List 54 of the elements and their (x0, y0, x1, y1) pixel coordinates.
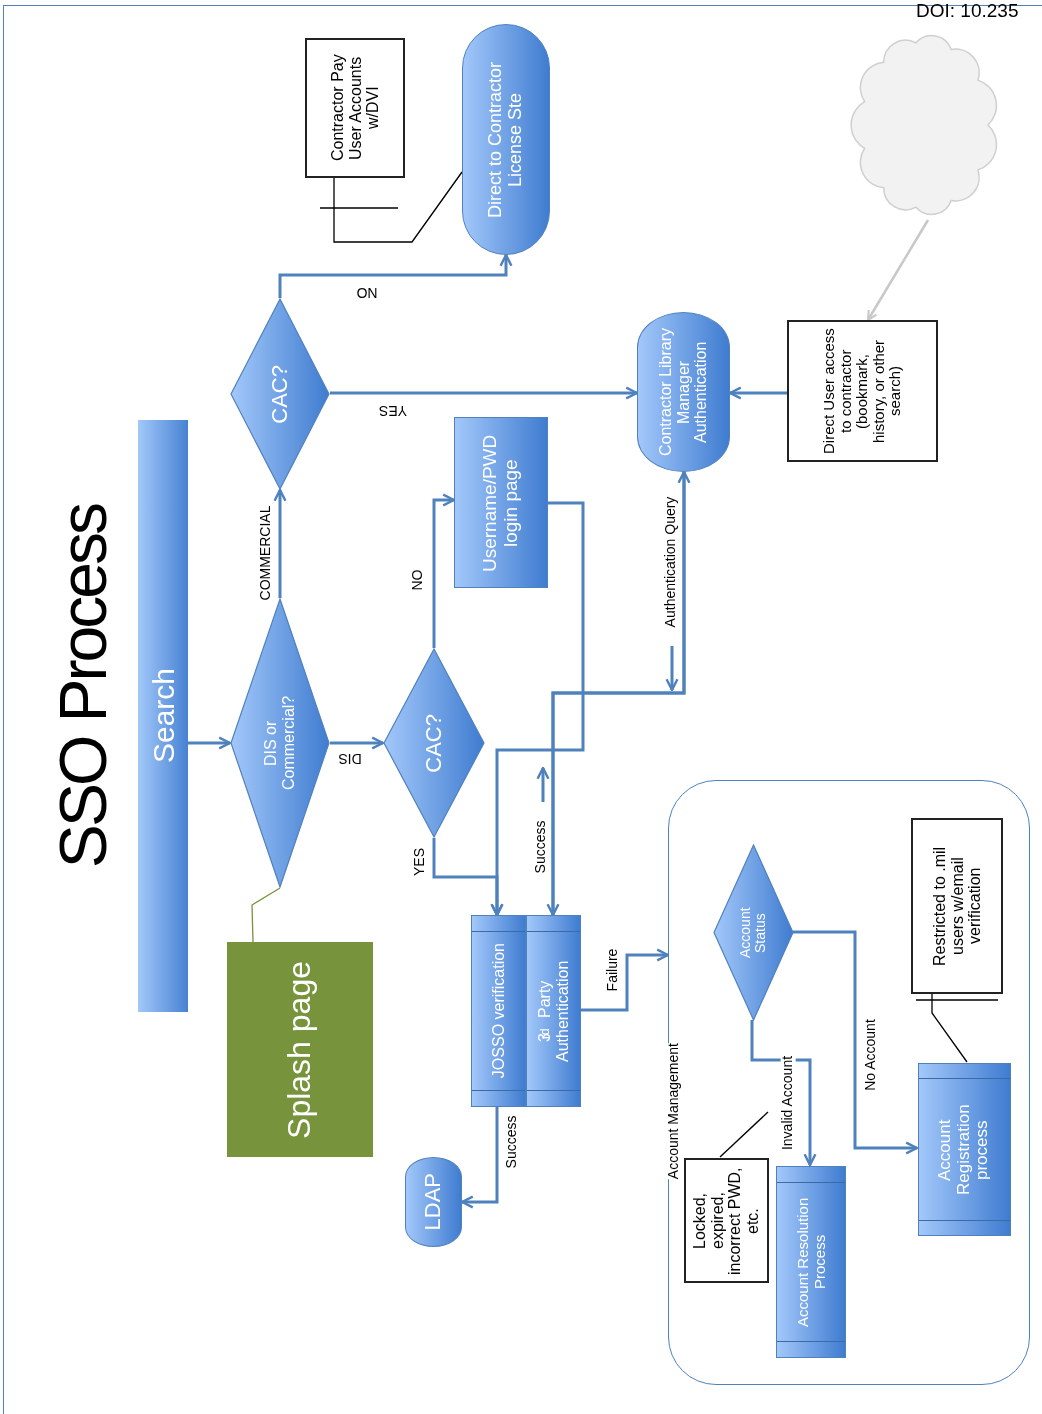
arrow (330, 736, 385, 750)
node-label: Restricted to .mil users w/email verification (930, 845, 984, 968)
arrow (581, 948, 670, 1012)
note-text: DOI: 10.235 (916, 0, 1019, 23)
node-label: JOSSO verification (489, 943, 508, 1079)
node-label: Contractor Pay User Accounts w/DVI (328, 53, 382, 164)
edge-label: Authentication Query (663, 495, 679, 629)
process-box (776, 1166, 846, 1358)
node-label: Username/PWD login page (480, 432, 522, 574)
arrow (330, 386, 639, 400)
decision-diamond (713, 844, 794, 1021)
leader-line (333, 171, 463, 243)
edge-label: Invalid Account (780, 1054, 796, 1152)
node-label: Splash page (282, 960, 318, 1139)
leader-line (719, 1111, 769, 1158)
arrow (273, 488, 287, 598)
node-label: Locked, expired, incorrect PWD, etc. (691, 1165, 762, 1277)
arrow (188, 736, 232, 750)
note-box (911, 818, 1003, 994)
node-label: Account Registration process (936, 1103, 993, 1197)
arrow (793, 930, 919, 1155)
decision-diamond (230, 598, 330, 888)
node-label: CAC? (267, 364, 293, 424)
node-label: CAC? (421, 713, 447, 773)
arrow (278, 253, 513, 298)
leader-line (251, 887, 281, 943)
arrow (490, 501, 585, 917)
process-box (454, 417, 548, 588)
arrow (750, 1020, 817, 1167)
arrow (728, 386, 787, 400)
process-box (918, 1063, 1011, 1236)
leader-line (931, 992, 968, 1063)
diagram-title: SSO Process (50, 505, 116, 869)
process-box (526, 915, 581, 1107)
node-label: Direct to Contractor License Ste (486, 60, 526, 220)
arrow (866, 219, 930, 321)
node-label: DIS or Commercial? (262, 694, 298, 793)
arrow (432, 493, 456, 648)
process-box (471, 915, 526, 1107)
note-box (787, 320, 938, 462)
node-label: Account Status (738, 906, 769, 960)
node-label: Account Resolution Process (794, 1197, 828, 1327)
search-bar (138, 420, 188, 1012)
node-label: Contractor Library Manager Authentication (657, 327, 710, 457)
note-box (684, 1158, 769, 1283)
database-shape (405, 1157, 462, 1247)
node-label: Search (146, 668, 180, 764)
arrow (460, 1107, 499, 1209)
node-label: LDAP (421, 1173, 446, 1231)
decision-diamond (383, 648, 485, 838)
note-box (305, 38, 405, 178)
decision-diamond (230, 298, 330, 490)
splash-box (227, 942, 373, 1157)
node-label: Direct User access to contractor (bookmark, history, or other search) (821, 328, 904, 454)
